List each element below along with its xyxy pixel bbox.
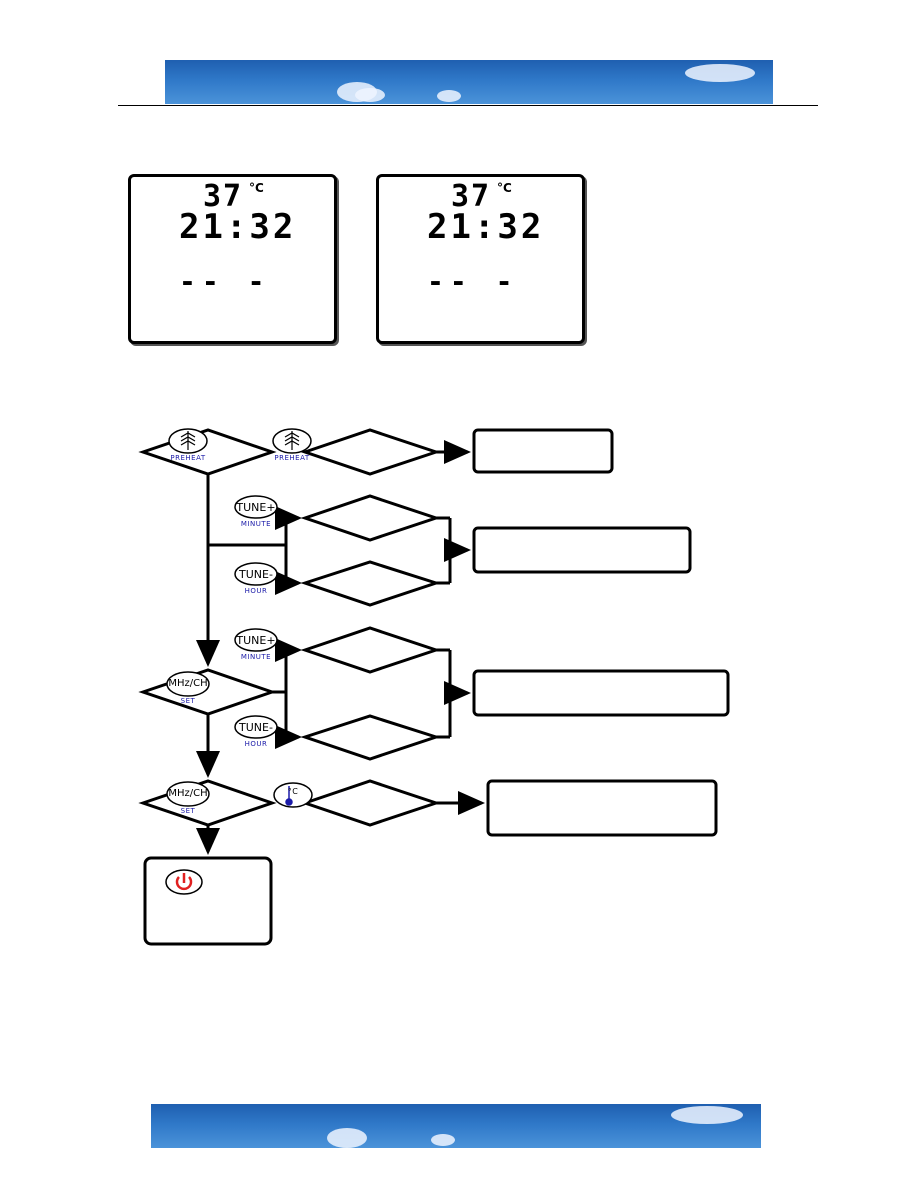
lcd-time: 21:32 bbox=[179, 207, 297, 247]
temp-unit-label: °C bbox=[287, 787, 299, 796]
result-box-3 bbox=[472, 669, 730, 717]
mhz-ch-sub-1: SET bbox=[180, 697, 196, 705]
lcd-indicator: -- - bbox=[427, 265, 519, 298]
thermometer-icon bbox=[285, 786, 293, 806]
tune-minus-sub-2: HOUR bbox=[244, 740, 268, 748]
tune-minus-label-2[interactable]: TUNE- bbox=[239, 721, 273, 734]
mhz-ch-button-1 bbox=[166, 671, 210, 697]
lcd-temperature: 37 bbox=[451, 179, 492, 214]
decision-diamond-tune-minus-2 bbox=[300, 714, 441, 761]
lcd-temperature: 37 bbox=[203, 179, 244, 214]
lcd-time: 21:32 bbox=[427, 207, 545, 247]
mhz-ch-label-2[interactable]: MHz/CH bbox=[168, 788, 208, 799]
decision-diamond-temp bbox=[300, 779, 441, 827]
power-box bbox=[143, 856, 273, 946]
decision-diamond-preheat-2 bbox=[300, 428, 441, 476]
tune-plus-sub-2: MINUTE bbox=[240, 653, 272, 661]
tune-minus-label-1[interactable]: TUNE- bbox=[239, 568, 273, 581]
lcd-screen-1: 37 °C 21:32 -- - bbox=[128, 174, 337, 344]
result-box-1 bbox=[472, 428, 614, 474]
decision-diamond-tune-minus-1 bbox=[300, 560, 441, 607]
tune-minus-sub-1: HOUR bbox=[244, 587, 268, 595]
tune-plus-button-2 bbox=[234, 628, 278, 652]
decision-diamond-mhz-1 bbox=[138, 668, 277, 716]
mhz-ch-button-2 bbox=[166, 781, 210, 807]
mhz-ch-label-1[interactable]: MHz/CH bbox=[168, 678, 208, 689]
footer-banner bbox=[151, 1104, 761, 1148]
temp-button bbox=[273, 782, 313, 808]
header-rule bbox=[118, 105, 818, 106]
tune-plus-button-1 bbox=[234, 495, 278, 519]
decision-diamond-tune-plus-1 bbox=[300, 494, 441, 542]
result-box-4 bbox=[486, 779, 718, 837]
tune-plus-sub-1: MINUTE bbox=[240, 520, 272, 528]
preheat-icon bbox=[180, 431, 300, 450]
preheat-label-2: PREHEAT bbox=[274, 454, 310, 462]
decision-diamond-preheat bbox=[138, 428, 277, 476]
tune-minus-button-1 bbox=[234, 562, 278, 586]
lcd-temperature-unit: °C bbox=[497, 181, 512, 195]
decision-diamond-tune-plus-2 bbox=[300, 626, 441, 674]
result-box-2 bbox=[472, 526, 692, 574]
lcd-temperature-unit: °C bbox=[249, 181, 264, 195]
lcd-indicator: -- - bbox=[179, 265, 271, 298]
power-icon bbox=[175, 873, 193, 891]
tune-minus-button-2 bbox=[234, 715, 278, 739]
lcd-screen-2: 37 °C 21:32 -- - bbox=[376, 174, 585, 344]
header-banner bbox=[165, 60, 773, 104]
tune-plus-label-2[interactable]: TUNE+ bbox=[236, 634, 276, 647]
mhz-ch-sub-2: SET bbox=[180, 807, 196, 815]
tune-plus-label-1[interactable]: TUNE+ bbox=[236, 501, 276, 514]
preheat-label-1: PREHEAT bbox=[170, 454, 206, 462]
